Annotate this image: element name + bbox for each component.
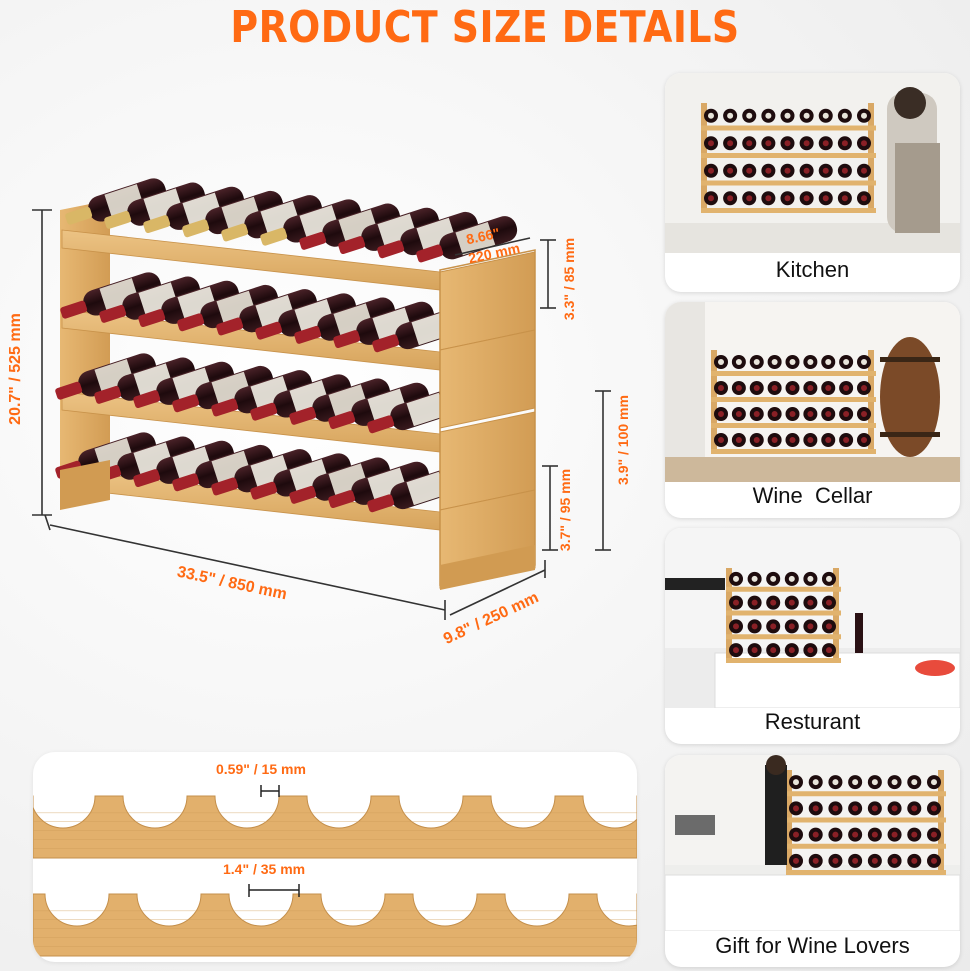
scene-caption: Kitchen xyxy=(775,257,850,282)
wine-bottle xyxy=(133,440,235,488)
height-label: 20.7" / 525 mm xyxy=(6,313,24,425)
page-title: PRODUCT SIZE DETAILS xyxy=(230,2,740,53)
notch-boards xyxy=(33,795,637,957)
dimension-lines xyxy=(32,209,611,620)
mini-wine-rack xyxy=(726,568,841,663)
shelf-notch-detail: 0.59" / 15 mm 1.4" / 35 mm xyxy=(33,752,637,962)
gift-scene-icon xyxy=(665,755,960,931)
wine-bottle xyxy=(377,211,479,259)
scene-card-restaurant: Resturant xyxy=(665,528,960,744)
restaurant-scene-icon xyxy=(665,528,960,708)
wine-rack-image xyxy=(0,60,650,660)
wine-rack-svg xyxy=(32,178,611,620)
notch-width-label: 1.4" / 35 mm xyxy=(223,861,306,877)
wine-bottle xyxy=(60,272,162,319)
left-side-panel xyxy=(60,200,110,490)
notch-gap-label: 0.59" / 15 mm xyxy=(216,761,306,777)
notched-board xyxy=(33,893,637,957)
tier-gap-label: 3.3" / 85 mm xyxy=(561,237,578,321)
mini-wine-rack xyxy=(701,103,876,213)
scene-card-gift: Gift for Wine Lovers xyxy=(665,755,960,967)
rack-body xyxy=(55,178,536,590)
scene-caption: Gift for Wine Lovers xyxy=(715,933,910,958)
scene-card-cellar: Wine Cellar xyxy=(665,302,960,518)
notched-board xyxy=(33,795,637,859)
wine-bottle xyxy=(416,216,518,263)
mini-wine-rack xyxy=(786,770,946,875)
kitchen-scene-icon xyxy=(665,73,960,253)
leg-height-inner-label: 3.7" / 95 mm xyxy=(557,468,574,552)
mini-wine-rack xyxy=(711,350,876,454)
cellar-scene-icon xyxy=(665,302,960,482)
wine-bottle xyxy=(299,203,401,250)
scene-card-kitchen: Kitchen xyxy=(665,73,960,292)
scene-caption: Wine Cellar xyxy=(752,483,873,508)
leg-height-outer-label: 3.9" / 100 mm xyxy=(614,395,631,485)
scene-caption: Resturant xyxy=(764,709,861,734)
notch-detail-svg xyxy=(33,785,637,957)
